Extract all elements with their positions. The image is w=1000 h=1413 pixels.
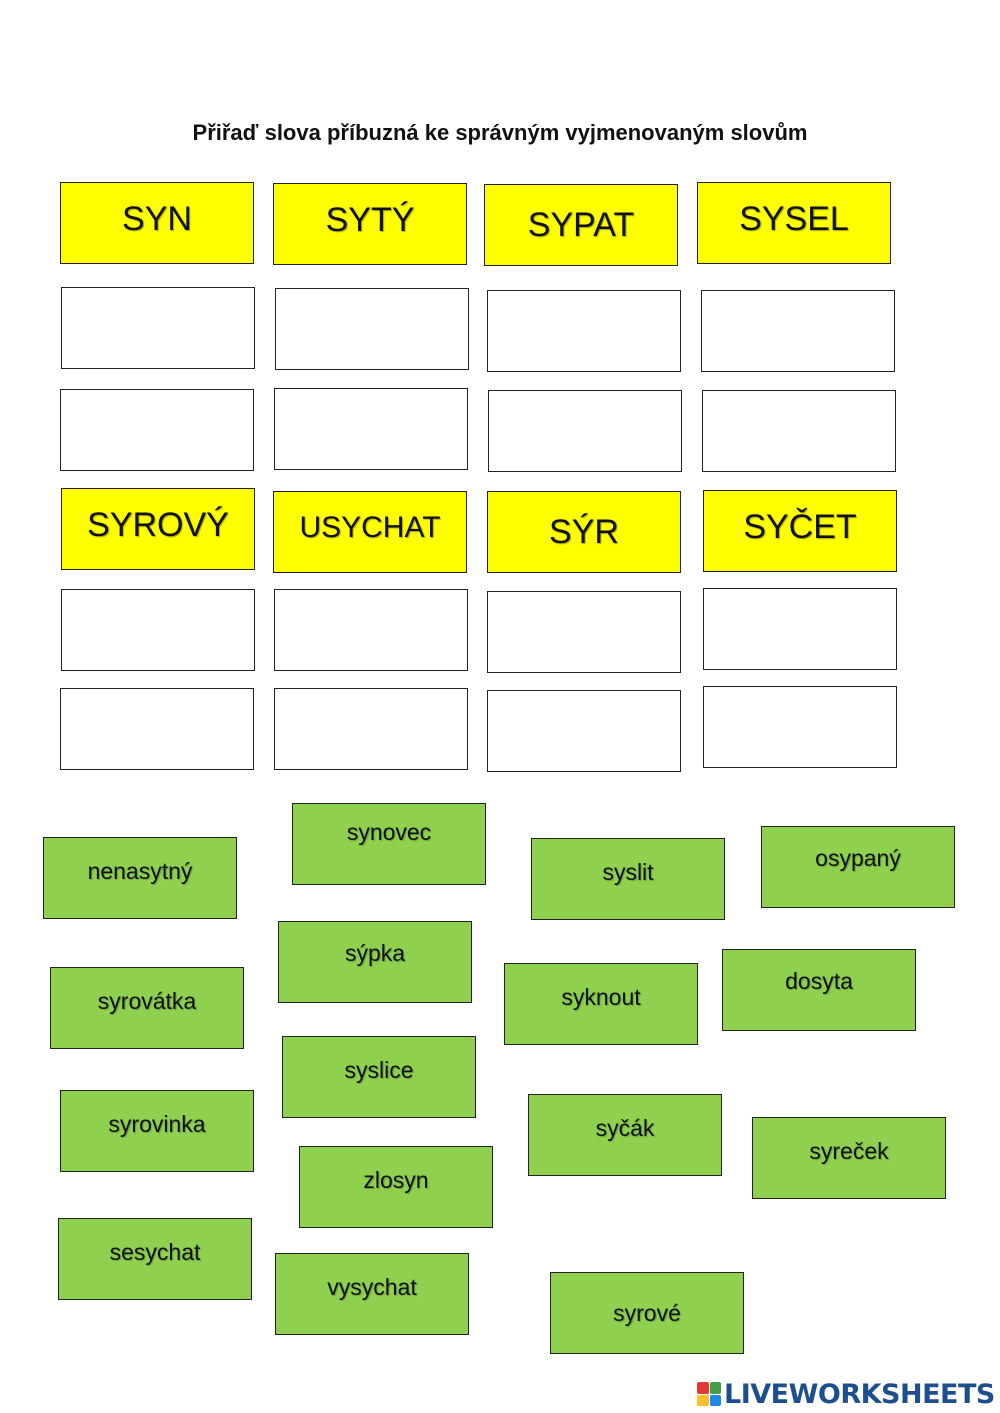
- header-syn: SYN: [60, 182, 254, 264]
- word-card-syslice[interactable]: syslice: [282, 1036, 476, 1118]
- word-card-syrovatka[interactable]: syrovátka: [50, 967, 244, 1049]
- header-usychat: USYCHAT: [273, 491, 467, 573]
- drop-target-usychat-1[interactable]: [274, 589, 468, 671]
- liveworksheets-logo: LIVEWORKSHEETS: [697, 1378, 995, 1410]
- liveworksheets-logo-mark: [697, 1382, 721, 1406]
- word-card-osypany[interactable]: osypaný: [761, 826, 955, 908]
- drop-target-usychat-2[interactable]: [274, 688, 468, 770]
- drop-target-sypat-2[interactable]: [488, 390, 682, 472]
- drop-target-syty-1[interactable]: [275, 288, 469, 370]
- drop-target-syty-2[interactable]: [274, 388, 468, 470]
- word-card-sycak[interactable]: syčák: [528, 1094, 722, 1176]
- word-card-sesychat[interactable]: sesychat: [58, 1218, 252, 1300]
- header-sycet: SYČET: [703, 490, 897, 572]
- drop-target-sycet-2[interactable]: [703, 686, 897, 768]
- word-card-syrovinka[interactable]: syrovinka: [60, 1090, 254, 1172]
- word-card-synovec[interactable]: synovec: [292, 803, 486, 885]
- word-card-syslit[interactable]: syslit: [531, 838, 725, 920]
- header-syty: SYTÝ: [273, 183, 467, 265]
- drop-target-syr-2[interactable]: [487, 690, 681, 772]
- header-syrovy: SYROVÝ: [61, 488, 255, 570]
- liveworksheets-logo-text: LIVEWORKSHEETS: [724, 1378, 995, 1410]
- word-card-nenasytny[interactable]: nenasytný: [43, 837, 237, 919]
- drop-target-syn-1[interactable]: [61, 287, 255, 369]
- logo-square-green: [709, 1382, 721, 1394]
- logo-square-red: [697, 1382, 709, 1394]
- drop-target-sysel-1[interactable]: [701, 290, 895, 372]
- drop-target-syrovy-2[interactable]: [60, 688, 254, 770]
- drop-target-syrovy-1[interactable]: [61, 589, 255, 671]
- word-card-syknout[interactable]: syknout: [504, 963, 698, 1045]
- drop-target-sysel-2[interactable]: [702, 390, 896, 472]
- drop-target-sycet-1[interactable]: [703, 588, 897, 670]
- worksheet-title: Přiřaď slova příbuzná ke správným vyjmen…: [192, 120, 808, 145]
- word-card-dosyta[interactable]: dosyta: [722, 949, 916, 1031]
- logo-square-yellow: [697, 1394, 709, 1406]
- word-card-syrecek[interactable]: syreček: [752, 1117, 946, 1199]
- word-card-zlosyn[interactable]: zlosyn: [299, 1146, 493, 1228]
- drop-target-sypat-1[interactable]: [487, 290, 681, 372]
- header-sypat: SYPAT: [484, 184, 678, 266]
- header-sysel: SYSEL: [697, 182, 891, 264]
- header-syr: SÝR: [487, 491, 681, 573]
- logo-square-blue: [709, 1394, 721, 1406]
- word-card-sypka[interactable]: sýpka: [278, 921, 472, 1003]
- word-card-syrove[interactable]: syrové: [550, 1272, 744, 1354]
- word-card-vysychat[interactable]: vysychat: [275, 1253, 469, 1335]
- drop-target-syn-2[interactable]: [60, 389, 254, 471]
- drop-target-syr-1[interactable]: [487, 591, 681, 673]
